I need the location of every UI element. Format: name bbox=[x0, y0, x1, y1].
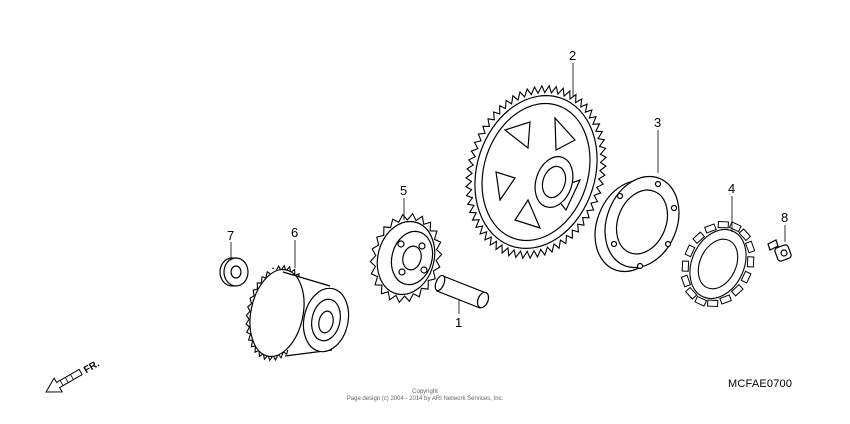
callout-7: 7 bbox=[227, 228, 234, 243]
callout-5: 5 bbox=[400, 183, 407, 198]
clutch-gear-drum-icon[interactable] bbox=[242, 264, 354, 362]
copyright-title: Copyright bbox=[412, 389, 438, 395]
bolt-icon[interactable] bbox=[767, 239, 792, 262]
callout-1: 1 bbox=[455, 315, 462, 330]
callout-2: 2 bbox=[569, 48, 576, 63]
one-way-clutch-housing-icon[interactable] bbox=[582, 165, 692, 282]
small-gear-icon[interactable] bbox=[369, 212, 443, 304]
callout-6: 6 bbox=[291, 225, 298, 240]
sprag-clutch-icon[interactable] bbox=[679, 220, 757, 308]
large-gear-icon[interactable] bbox=[456, 80, 616, 265]
callout-3: 3 bbox=[654, 115, 661, 130]
shaft-icon[interactable] bbox=[433, 274, 490, 309]
front-indicator-label: FR. bbox=[82, 358, 102, 376]
diagram-code: MCFAE0700 bbox=[728, 378, 793, 390]
callout-4: 4 bbox=[728, 181, 735, 196]
leader-lines bbox=[230, 63, 786, 314]
callout-labels: 1 2 3 4 5 6 7 8 bbox=[227, 48, 788, 330]
copyright-notice: Page design (c) 2004 - 2014 by ARI Netwo… bbox=[346, 396, 504, 402]
callout-8: 8 bbox=[781, 210, 788, 225]
bearing-icon[interactable] bbox=[219, 257, 249, 287]
